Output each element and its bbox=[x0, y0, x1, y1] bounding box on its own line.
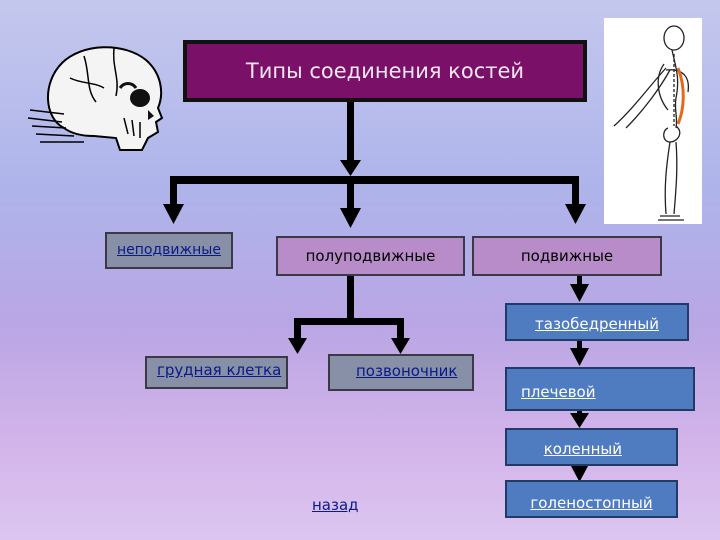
ankle-box[interactable]: голеностопный bbox=[505, 480, 678, 518]
hip-link[interactable]: тазобедренный bbox=[535, 315, 659, 333]
arrow-to-knee bbox=[570, 413, 589, 428]
connector-semi-bar bbox=[294, 318, 404, 325]
arrow-to-chest bbox=[288, 338, 307, 354]
ankle-link[interactable]: голеностопный bbox=[530, 494, 653, 512]
arrow-to-immovable bbox=[163, 204, 184, 224]
arrow-to-ankle bbox=[571, 466, 588, 482]
arrow-to-movable bbox=[565, 204, 586, 224]
arrow-to-spine bbox=[391, 338, 410, 354]
connector-movable-down bbox=[577, 276, 582, 286]
arrow-to-shoulder bbox=[570, 348, 589, 366]
skeleton-icon bbox=[604, 18, 702, 224]
skull-icon bbox=[24, 38, 174, 154]
connector-left-branch bbox=[170, 176, 177, 206]
semi-movable-label: полуподвижные bbox=[305, 247, 436, 265]
spine-link[interactable]: позвоночник bbox=[356, 362, 458, 380]
knee-link[interactable]: коленный bbox=[543, 440, 622, 458]
connector-chest-branch bbox=[294, 318, 301, 340]
connector-hip-shoulder bbox=[577, 341, 582, 349]
chest-box[interactable]: грудная клетка bbox=[145, 356, 288, 389]
diagram-title: Типы соединения костей bbox=[183, 40, 587, 102]
immovable-box[interactable]: неподвижные bbox=[105, 232, 233, 269]
shoulder-box[interactable]: плечевой bbox=[505, 367, 695, 411]
connector-title-down bbox=[347, 102, 354, 162]
connector-spine-branch bbox=[397, 318, 404, 340]
arrow-to-hip bbox=[570, 284, 589, 302]
arrow-to-junction bbox=[340, 160, 361, 176]
movable-box[interactable]: подвижные bbox=[472, 236, 662, 276]
chest-link[interactable]: грудная клетка bbox=[157, 361, 282, 379]
spine-box[interactable]: позвоночник bbox=[328, 354, 474, 391]
connector-top-bar bbox=[170, 176, 579, 184]
semi-movable-box[interactable]: полуподвижные bbox=[276, 236, 465, 276]
connector-semi-down bbox=[347, 276, 354, 322]
immovable-link[interactable]: неподвижные bbox=[117, 242, 221, 258]
diagram-title-text: Типы соединения костей bbox=[245, 59, 525, 83]
back-link[interactable]: назад bbox=[312, 496, 359, 514]
connector-right-branch bbox=[572, 176, 579, 206]
shoulder-link[interactable]: плечевой bbox=[521, 383, 596, 401]
connector-middle-branch bbox=[347, 176, 354, 210]
arrow-to-semi-movable bbox=[340, 208, 361, 228]
hip-box[interactable]: тазобедренный bbox=[505, 303, 689, 341]
knee-box[interactable]: коленный bbox=[505, 428, 678, 466]
movable-label: подвижные bbox=[520, 247, 614, 265]
